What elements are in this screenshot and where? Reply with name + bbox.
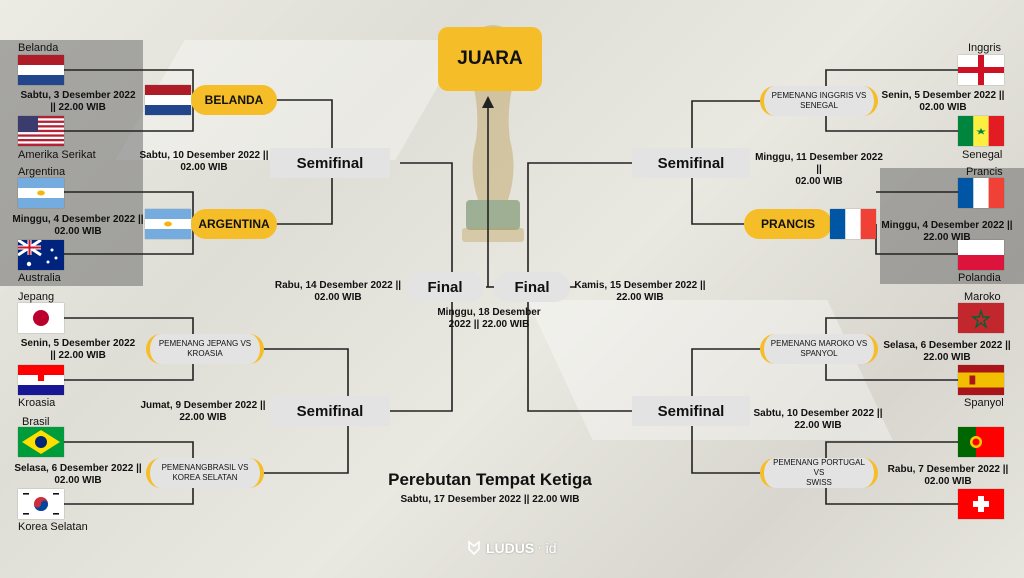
final-right-pill: Final [494,272,570,302]
final-date: Minggu, 18 Desember 2022 || 22.00 WIB [437,307,541,330]
semifinal-box: Semifinal [270,148,390,178]
match-date: Sabtu, 3 Desember 2022 || 22.00 WIB [20,90,136,113]
flag-poland-icon [958,240,1004,270]
ludus-logo-suffix: id [545,540,557,556]
match-date: Rabu, 7 Desember 2022 || 02.00 WIB [887,464,1009,487]
team-label-belanda: Belanda [18,42,59,54]
pending-match-pill: PEMENANG PORTUGAL VS SWISS [760,458,878,488]
team-label-korea-selatan: Korea Selatan [18,521,88,533]
match-date: Senin, 5 Desember 2022 || 02.00 WIB [881,90,1005,113]
semifinal-date: Minggu, 11 Desember 2022 || 02.00 WIB [755,152,883,187]
ludus-logo: LUDUS · id [466,540,556,556]
semifinal-box: Semifinal [632,148,750,178]
pending-match-pill: PEMENANG INGGRIS VS SENEGAL [760,86,878,116]
flag-spain-icon [958,365,1004,395]
ludus-logo-text: LUDUS [486,540,535,556]
pending-match-pill: PEMENANG MAROKO VS SPANYOL [760,334,878,364]
flag-netherlands-icon [18,55,64,85]
match-date: Senin, 5 Desember 2022 || 22.00 WIB [20,338,136,361]
match-date: Selasa, 6 Desember 2022 || 02.00 WIB [14,463,142,486]
team-label-maroko: Maroko [964,291,1001,303]
flag-japan-icon [18,303,64,333]
flag-senegal-icon [958,116,1004,146]
flag-france-icon [830,209,876,239]
match-date: Minggu, 4 Desember 2022 || 22.00 WIB [881,220,1013,243]
flag-france-icon [958,178,1004,208]
team-label-spanyol: Spanyol [964,397,1004,409]
team-label-inggris: Inggris [968,42,1002,54]
semifinal-date: Sabtu, 10 Desember 2022 || 22.00 WIB [753,408,883,431]
pending-match-pill: PEMENANGBRASIL VS KOREA SELATAN [146,458,264,488]
team-label-kroasia: Kroasia [18,397,56,409]
match-date: Selasa, 6 Desember 2022 || 22.00 WIB [883,340,1011,363]
team-label-prancis: Prancis [966,166,1003,178]
flag-south-korea-icon [18,489,64,519]
final-right-date: Kamis, 15 Desember 2022 || 22.00 WIB [574,280,706,303]
team-label-usa: Amerika Serikat [18,149,96,161]
flag-croatia-icon [18,365,64,395]
flag-usa-icon [18,116,64,146]
team-label-senegal: Senegal [962,149,1003,161]
flag-argentina-icon [18,178,64,208]
ludus-logo-icon [468,540,480,556]
final-left-pill: Final [406,272,484,302]
champion-box: JUARA [438,27,542,91]
flag-netherlands-icon [145,85,191,115]
semifinal-date: Sabtu, 10 Desember 2022 || 02.00 WIB [139,150,269,173]
semifinal-date: Jumat, 9 Desember 2022 || 22.00 WIB [140,400,266,423]
flag-portugal-icon [958,427,1004,457]
flag-england-icon [958,55,1004,85]
winner-pill-argentina: ARGENTINA [191,209,277,239]
flag-switzerland-icon [958,489,1004,519]
winner-pill-belanda: BELANDA [191,85,277,115]
team-label-jepang: Jepang [18,291,55,303]
final-left-date: Rabu, 14 Desember 2022 || 02.00 WIB [274,280,402,303]
flag-argentina-icon [145,209,191,239]
winner-pill-prancis: PRANCIS [744,209,832,239]
match-date: Minggu, 4 Desember 2022 || 02.00 WIB [12,214,144,237]
team-label-argentina: Argentina [18,166,66,178]
team-label-brasil: Brasil [22,416,50,428]
third-place-title: Perebutan Tempat Ketiga [388,470,592,489]
third-place-date: Sabtu, 17 Desember 2022 || 22.00 WIB [400,494,580,505]
flag-brazil-icon [18,427,64,457]
semifinal-box: Semifinal [632,396,750,426]
team-label-australia: Australia [18,272,61,284]
pending-match-pill: PEMENANG JEPANG VS KROASIA [146,334,264,364]
ludus-logo-dot: · [538,542,542,554]
flag-australia-icon [18,240,64,270]
team-label-polandia: Polandia [958,272,1001,284]
semifinal-box: Semifinal [270,396,390,426]
flag-morocco-icon [958,303,1004,333]
